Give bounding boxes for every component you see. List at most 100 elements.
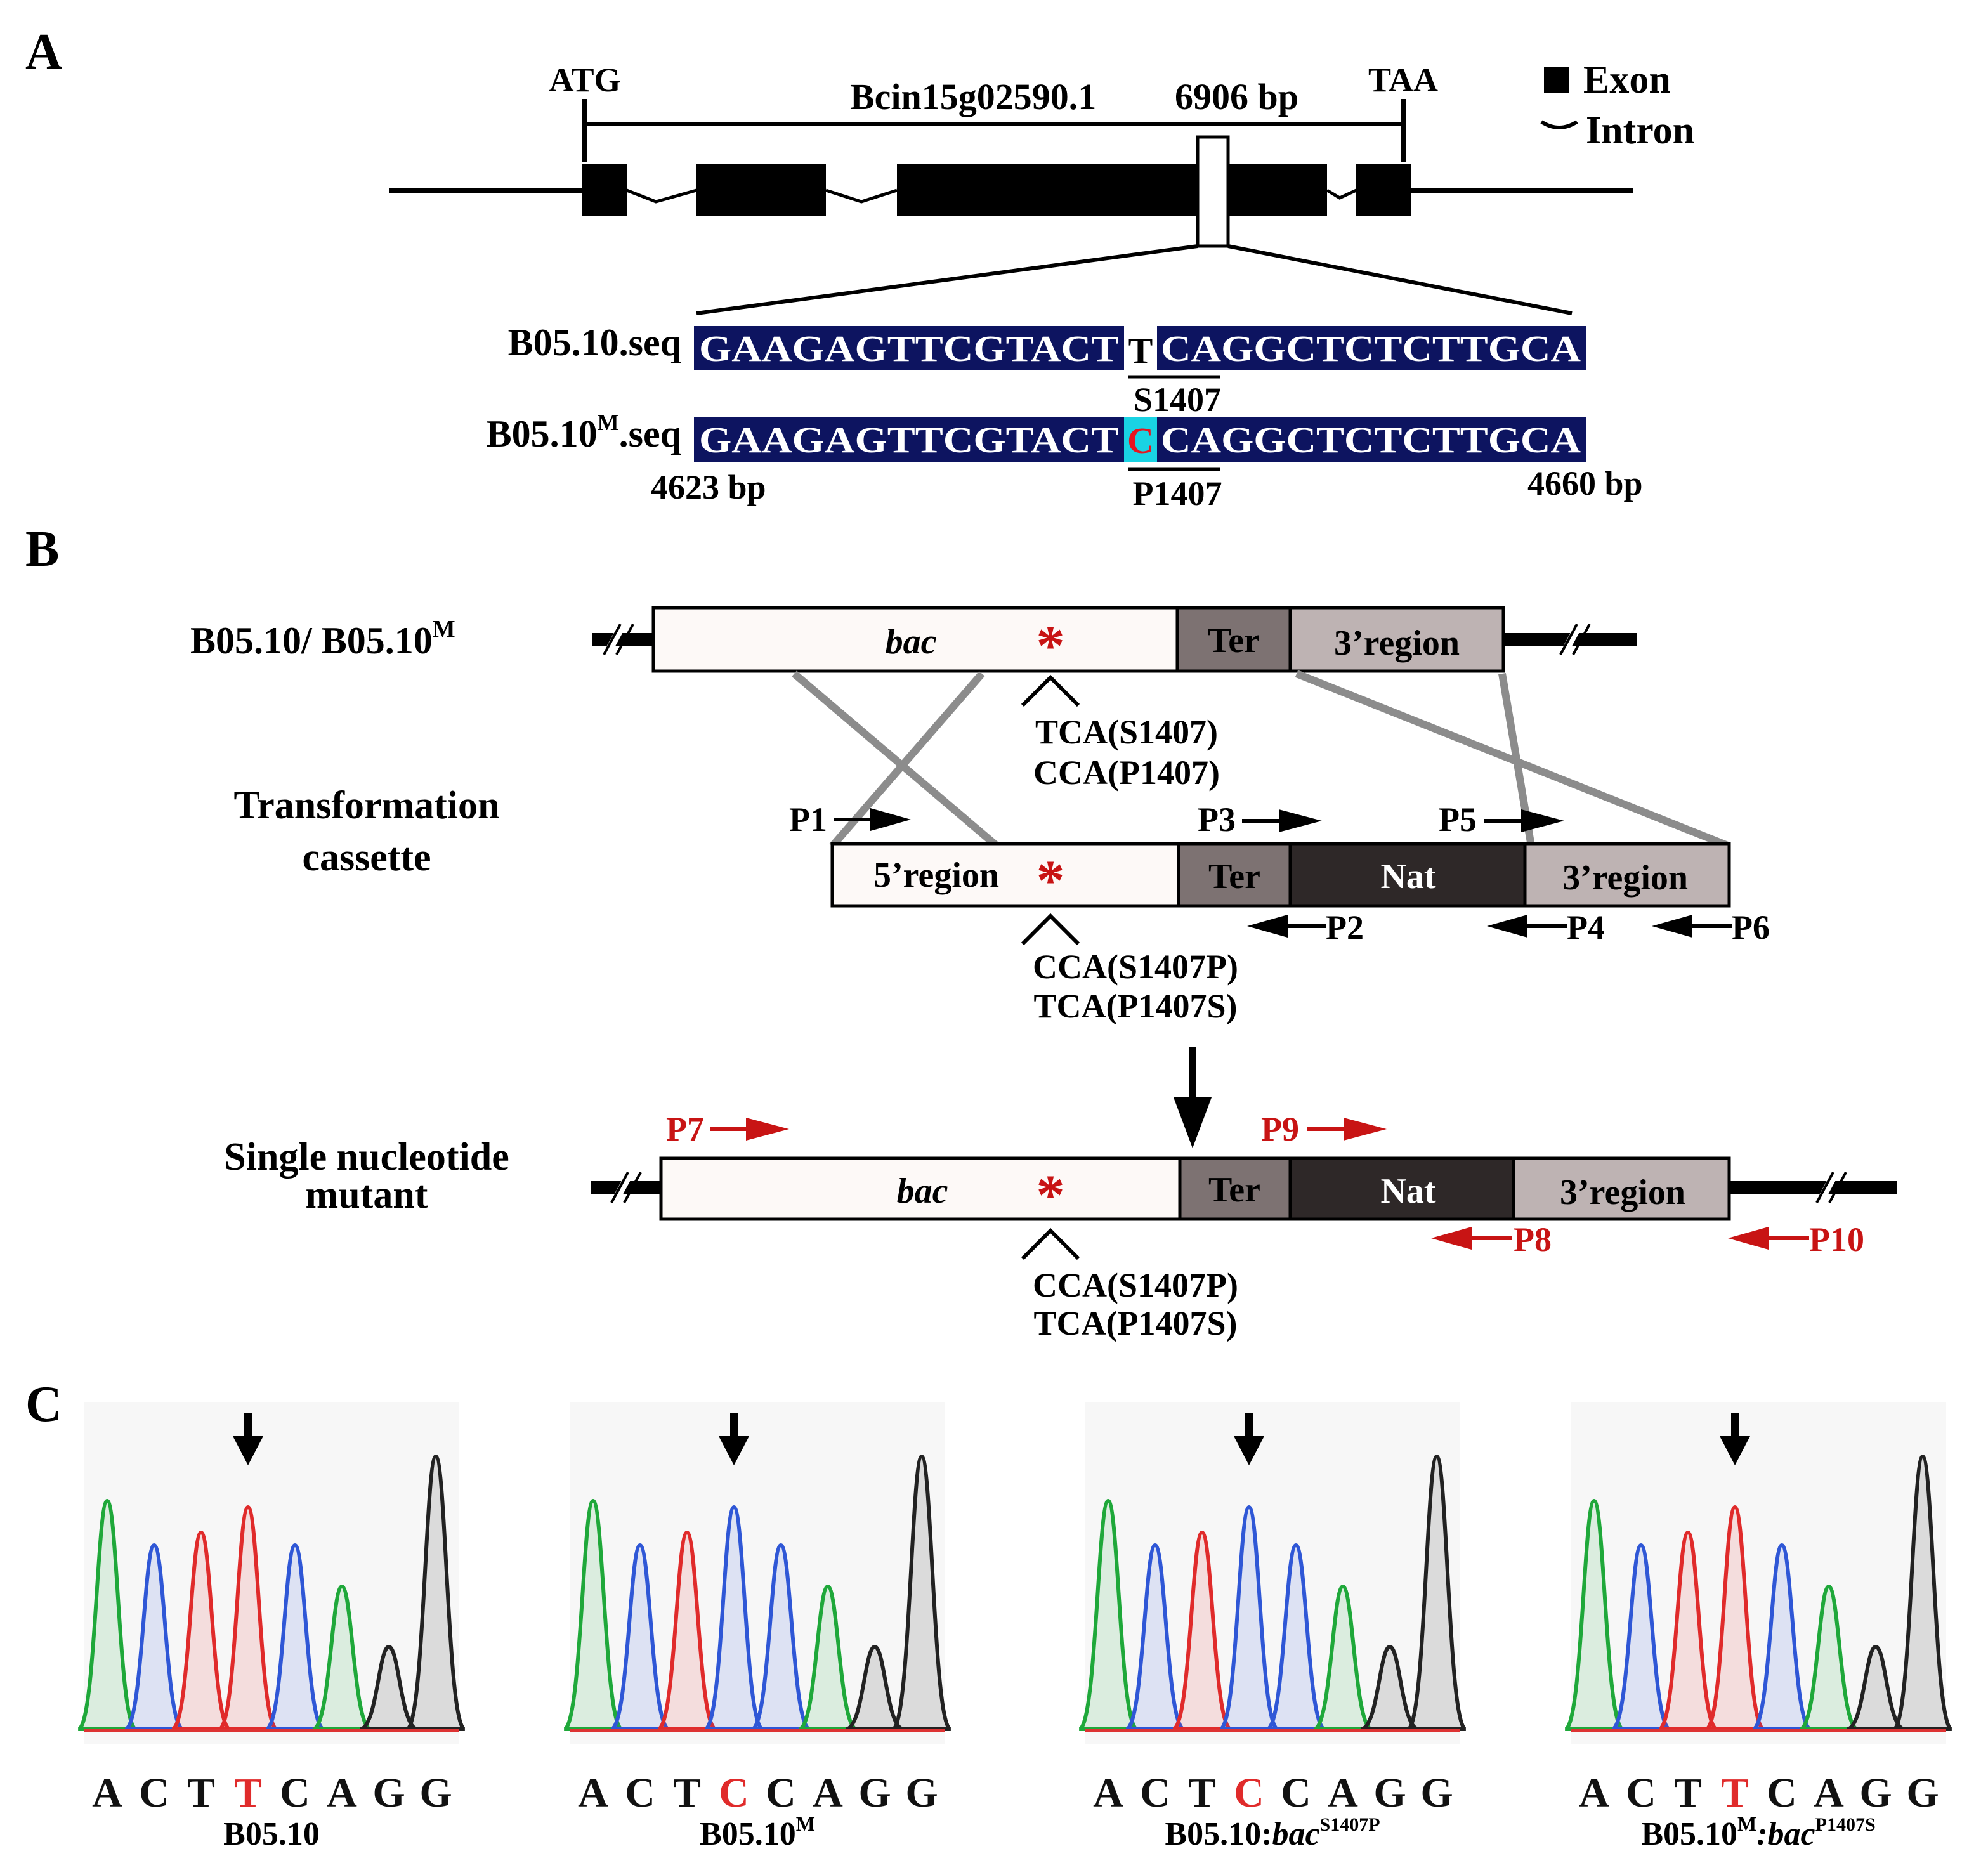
row1-caret xyxy=(1021,674,1080,707)
mut-seq-label: B05.10M.seq xyxy=(487,410,681,455)
chromatogram-peak xyxy=(1892,1454,1953,1731)
primer-p2: P2 xyxy=(1247,908,1364,946)
mutant-nat-label: Nat xyxy=(1380,1172,1435,1211)
chromatogram-peak xyxy=(657,1530,717,1731)
base-call-label: A xyxy=(1328,1770,1358,1816)
position-end: 4660 bp xyxy=(1527,464,1643,502)
primer-p7-arrow-icon xyxy=(746,1118,789,1141)
mutant-codon-2: TCA(P1407S) xyxy=(1034,1304,1238,1342)
svg-text:P9: P9 xyxy=(1261,1110,1299,1148)
base-call-label: G xyxy=(858,1770,891,1816)
mutant-mutation-asterisk: * xyxy=(1037,1164,1065,1227)
panel-a-label: A xyxy=(25,24,62,80)
sample-name: B05.10:bacS1407P xyxy=(1165,1814,1380,1852)
cassette-codon-1: CCA(S1407P) xyxy=(1033,948,1238,986)
base-call-label: T xyxy=(234,1770,262,1816)
sample-name: B05.10M xyxy=(700,1812,815,1852)
chromatogram-peak xyxy=(703,1505,764,1731)
mutant-codon-1: CCA(S1407P) xyxy=(1033,1266,1238,1304)
base-call-label: G xyxy=(1420,1770,1453,1816)
mut-seq-right: CAGGCTCTCTTGCA xyxy=(1161,419,1581,461)
wt-seq-label: B05.10.seq xyxy=(508,322,681,363)
intron-1 xyxy=(626,188,697,204)
cassette-5region-label: 5’region xyxy=(873,856,999,895)
base-call-label: T xyxy=(1721,1770,1749,1816)
mut-seq-right-bg xyxy=(1157,417,1586,462)
exon-legend-label: Exon xyxy=(1583,58,1671,101)
zoom-line-right xyxy=(1227,244,1573,315)
chromatogram-peak xyxy=(1265,1543,1326,1731)
cassette-nat-label: Nat xyxy=(1380,857,1435,896)
chromatogram-peak xyxy=(1704,1505,1765,1731)
primer-p1: P1 xyxy=(789,801,911,839)
wt-seq-left-bg xyxy=(694,326,1124,370)
base-call-label: A xyxy=(1579,1770,1609,1816)
intron-legend-icon xyxy=(1540,120,1578,129)
wt-base: T xyxy=(1128,330,1153,371)
base-call-label: T xyxy=(187,1770,215,1816)
cassette-3region-box xyxy=(1523,842,1731,908)
base-call-label: A xyxy=(578,1770,608,1816)
gene-name: Bcin15g02590.1 xyxy=(850,76,1096,117)
mutant-ter-label: Ter xyxy=(1208,1170,1260,1210)
chromatogram-peak xyxy=(1172,1530,1233,1731)
base-call-label: C xyxy=(139,1770,169,1816)
zoom-line-left xyxy=(696,244,1198,315)
base-call-label: T xyxy=(1188,1770,1216,1816)
exon-2 xyxy=(696,164,826,216)
svg-text:P4: P4 xyxy=(1567,908,1605,946)
svg-text:P10: P10 xyxy=(1809,1220,1864,1259)
mutant-bac-box xyxy=(659,1156,1182,1221)
svg-text:P6: P6 xyxy=(1732,908,1770,946)
cassette-label-2: cassette xyxy=(302,836,431,879)
svg-text:P7: P7 xyxy=(666,1110,704,1148)
gene-length: 6906 bp xyxy=(1175,76,1298,117)
chromatogram-peak xyxy=(1078,1498,1139,1731)
primer-p5-arrow-icon xyxy=(1521,809,1564,832)
cassette-nat-box xyxy=(1288,842,1527,908)
intron-2 xyxy=(825,188,898,204)
chromatogram-peak xyxy=(1751,1543,1812,1731)
intron-legend-label: Intron xyxy=(1586,109,1694,152)
mutant-label-1: Single nucleotide xyxy=(224,1135,509,1179)
primer-p5: P5 xyxy=(1439,801,1564,839)
base-call-label: T xyxy=(1674,1770,1702,1816)
base-call-label: G xyxy=(1859,1770,1892,1816)
primer-p9-arrow-icon xyxy=(1344,1118,1387,1141)
stop-codon-label: TAA xyxy=(1368,61,1438,99)
base-call-label: A xyxy=(327,1770,357,1816)
chromatogram-peak xyxy=(265,1543,325,1731)
base-call-label: A xyxy=(1814,1770,1844,1816)
chromatogram-peak xyxy=(1360,1644,1420,1731)
primer-p9: P9 xyxy=(1261,1110,1387,1148)
row1-3region-box xyxy=(1288,606,1505,673)
exon-4 xyxy=(1356,164,1411,216)
wt-seq-right-bg xyxy=(1157,326,1586,370)
mut-base-highlight xyxy=(1124,417,1157,462)
mut-seq-left-bg xyxy=(694,417,1124,462)
mut-codon-label: P1407 xyxy=(1133,474,1222,513)
base-call-label: G xyxy=(1373,1770,1406,1816)
chromatogram-peak xyxy=(311,1584,372,1731)
wt-codon-label: S1407 xyxy=(1134,381,1221,419)
primer-p10: P10 xyxy=(1728,1220,1864,1259)
chromatogram-peak xyxy=(124,1543,185,1731)
base-call-label: A xyxy=(1093,1770,1123,1816)
zoom-box xyxy=(1196,135,1230,248)
mutant-break-left-icon xyxy=(610,1170,642,1205)
wt-seq-left: GAAGAGTTCGTACT xyxy=(699,328,1119,369)
chromatogram-peak xyxy=(1125,1543,1186,1731)
exon-1 xyxy=(582,164,627,216)
primer-p7: P7 xyxy=(666,1110,789,1148)
gene-model xyxy=(389,135,1633,315)
chromatogram-peak xyxy=(218,1505,278,1731)
chromatogram-peak xyxy=(171,1530,232,1731)
mutant-caret xyxy=(1021,1227,1080,1260)
cassette-codon-2: TCA(P1407S) xyxy=(1034,987,1238,1025)
primer-p10-arrow-icon xyxy=(1728,1227,1769,1250)
cassette-caret xyxy=(1021,913,1080,946)
primer-p8: P8 xyxy=(1431,1220,1552,1259)
